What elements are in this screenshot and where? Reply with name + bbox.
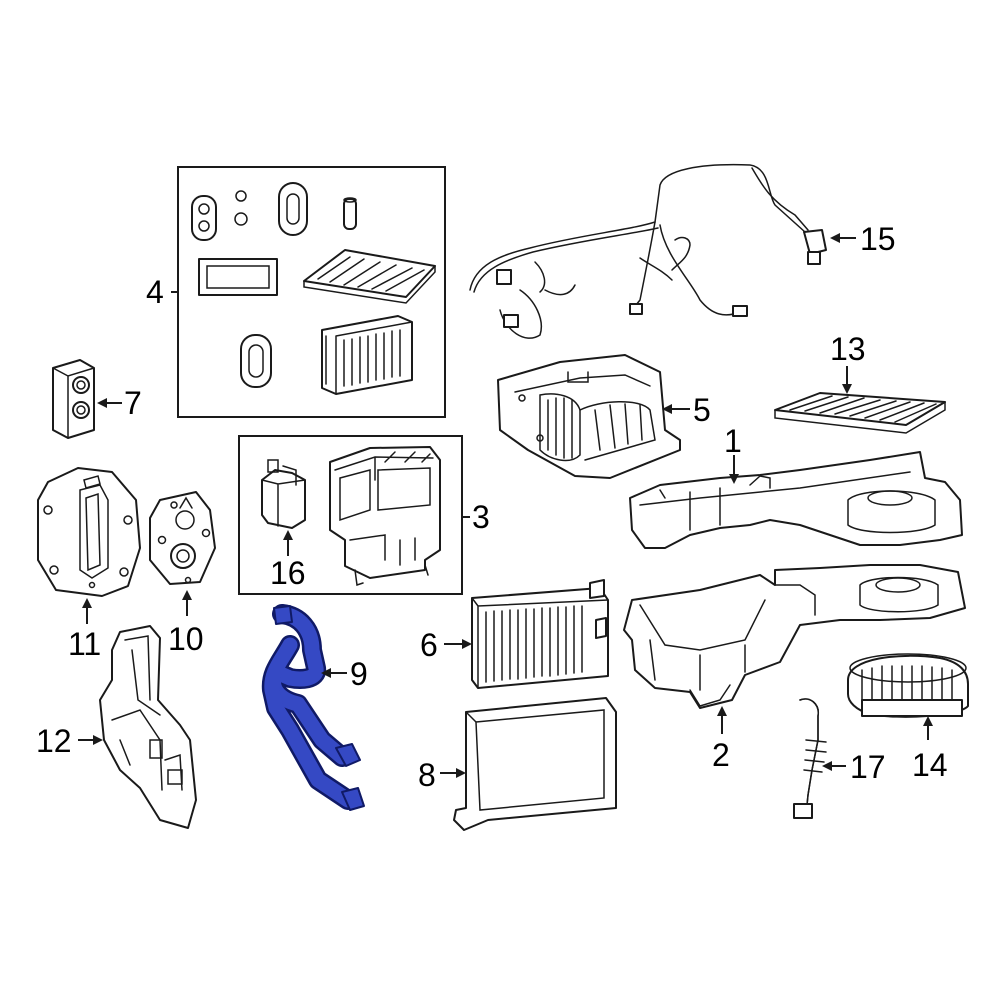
callout-17: 17 (850, 749, 886, 785)
part-14-blower-motor[interactable]: 14 (847, 653, 969, 783)
callout-10: 10 (168, 621, 204, 657)
callout-1: 1 (724, 423, 742, 459)
kit-4-gasket-rect (198, 258, 278, 296)
callout-3: 3 (472, 499, 490, 535)
part-12-duct[interactable]: 12 (36, 625, 197, 829)
callout-8: 8 (418, 757, 436, 793)
kit-4-filter-small (303, 249, 436, 304)
part-13-cabin-filter[interactable]: 13 (774, 331, 946, 434)
part-15-wire-harness[interactable]: 15 (469, 163, 896, 339)
kit-4-seal-oval (278, 182, 308, 236)
part-10-seal[interactable]: 10 (149, 491, 216, 657)
kit-3-frame (238, 435, 463, 595)
part-11-seal-plate[interactable]: 11 (37, 467, 141, 662)
kit-4-core-block (321, 315, 413, 395)
part-7-expansion-valve[interactable]: 7 (52, 359, 142, 439)
kit-3-evap-housing (329, 446, 441, 586)
callout-11: 11 (68, 626, 101, 662)
part-2-lower-housing[interactable]: 2 (623, 564, 966, 773)
kit-4-o-rings (234, 190, 248, 226)
callout-16: 16 (270, 555, 306, 591)
part-4-kit-group[interactable]: 4 (146, 166, 446, 418)
part-1-upper-housing[interactable]: 1 (629, 423, 963, 549)
callout-4: 4 (146, 274, 164, 310)
hose-fill (264, 606, 356, 808)
callout-15: 15 (860, 221, 896, 257)
part-16-actuator[interactable]: 16 (261, 459, 306, 591)
kit-4-pin (343, 197, 357, 230)
part-6-heater-core[interactable]: 6 (420, 579, 609, 689)
callout-9: 9 (350, 656, 368, 692)
part-17-drain-hose[interactable]: 17 (793, 698, 886, 819)
part-8-evaporator[interactable]: 8 (418, 697, 617, 831)
part-9-heater-hoses[interactable]: 9 (261, 604, 368, 811)
callout-12: 12 (36, 723, 72, 759)
callout-7: 7 (124, 385, 142, 421)
callout-5: 5 (693, 392, 711, 428)
part-3-kit-group[interactable]: 16 3 (238, 435, 490, 595)
callout-14: 14 (912, 747, 948, 783)
callout-13: 13 (830, 331, 866, 367)
callout-2: 2 (712, 737, 730, 773)
part-5-blower-housing[interactable]: 5 (497, 354, 711, 479)
kit-4-grommet-small (191, 195, 217, 241)
kit-4-seal-tall (240, 334, 272, 388)
callout-6: 6 (420, 627, 438, 663)
